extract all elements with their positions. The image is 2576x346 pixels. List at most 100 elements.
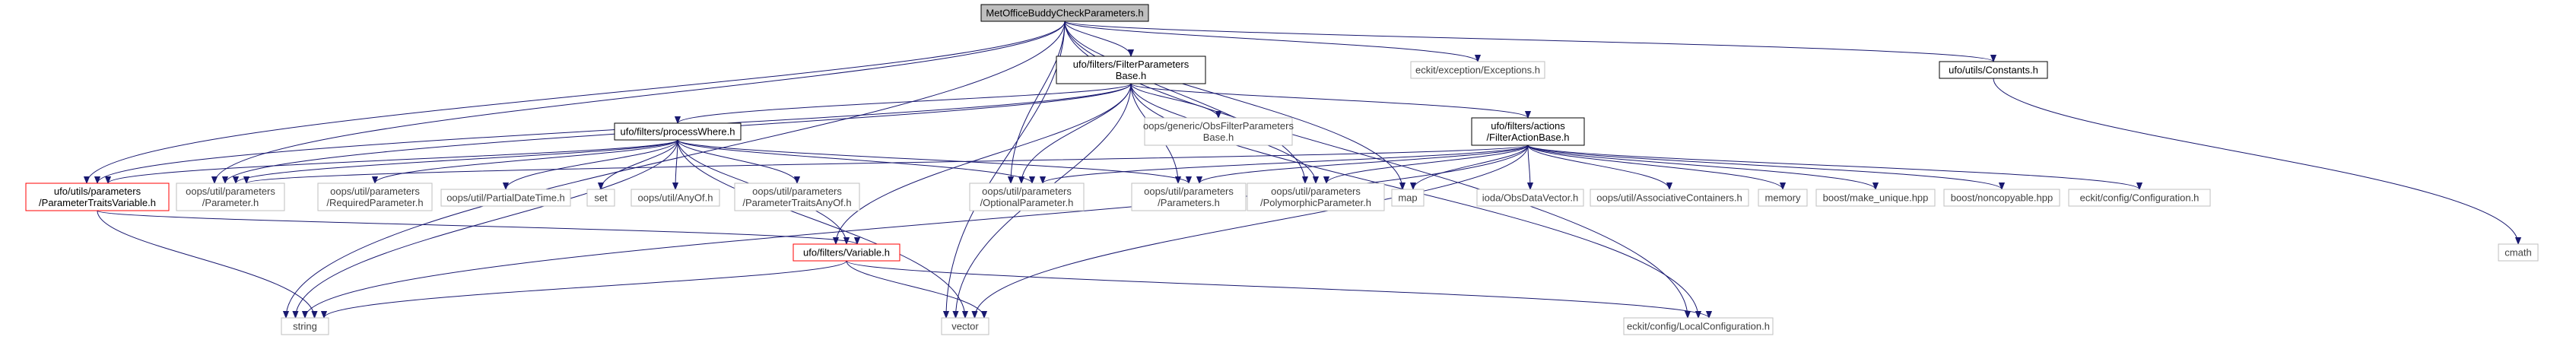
node-pdt: oops/util/PartialDateTime.h xyxy=(440,189,571,207)
edge-pw-to-anyof xyxy=(675,139,678,189)
node-variable[interactable]: ufo/filters/Variable.h xyxy=(792,243,900,262)
node-layer: MetOfficeBuddyCheckParameters.h string ufo… xyxy=(25,4,2539,335)
edge-pw-to-reqparam xyxy=(375,139,678,184)
edge-root-to-constants xyxy=(1064,21,1993,62)
node-constants-label-line-0: ufo/utils/Constants.h xyxy=(1949,65,2038,76)
node-map: map xyxy=(1391,189,1425,207)
edge-root-to-ptv xyxy=(87,21,1066,183)
node-polyparam-label-line-0: oops/util/parameters xyxy=(1271,186,1361,197)
node-set-box xyxy=(586,189,615,207)
node-cmath-label-line-0: cmath xyxy=(2505,247,2531,259)
node-pw-label-line-0: ufo/filters/processWhere.h xyxy=(620,126,735,138)
edge-fab-to-param xyxy=(246,144,1529,184)
node-config-label-line-0: eckit/config/Configuration.h xyxy=(2080,192,2200,204)
node-assoc-box xyxy=(1590,189,1749,207)
edge-root-to-string xyxy=(286,21,1066,318)
edge-root-to-exceptions xyxy=(1064,21,1478,62)
node-ptanyof-label-line-1: /ParameterTraitsAnyOf.h xyxy=(742,197,851,208)
node-optparam-label-line-1: /OptionalParameter.h xyxy=(980,197,1074,208)
node-param-label-line-0: oops/util/parameters xyxy=(186,186,275,197)
edge-fab-to-makeunique xyxy=(1527,144,1876,190)
node-vector-box xyxy=(941,317,989,335)
edge-fab-to-config xyxy=(1527,144,2139,190)
node-params: oops/util/parameters/Parameters.h xyxy=(1131,183,1247,211)
node-localconf-box xyxy=(1623,317,1774,335)
node-noncopyable-box xyxy=(1943,189,2060,207)
node-reqparam: oops/util/parameters/RequiredParameter.h xyxy=(317,183,433,211)
edge-root-to-map xyxy=(1064,21,1402,189)
node-constants-box xyxy=(1939,61,2048,79)
node-string: string xyxy=(281,317,329,335)
node-config: eckit/config/Configuration.h xyxy=(2068,189,2211,207)
edge-fab-to-assoc xyxy=(1527,144,1669,190)
edge-pw-to-params xyxy=(677,139,1189,184)
node-fab[interactable]: ufo/filters/actions/FilterActionBase.h xyxy=(1471,117,1585,146)
node-memory-box xyxy=(1758,189,1808,207)
edge-pw-to-set xyxy=(601,139,678,190)
node-config-box xyxy=(2068,189,2211,207)
node-root-box xyxy=(980,4,1149,22)
edge-root-to-fpb xyxy=(1064,21,1131,57)
node-anyof-box xyxy=(631,189,720,207)
edge-fab-to-map xyxy=(1413,144,1529,190)
node-polyparam-box xyxy=(1247,183,1385,211)
node-constants[interactable]: ufo/utils/Constants.h xyxy=(1939,61,2048,79)
node-set: set xyxy=(586,189,615,207)
node-pw-box xyxy=(614,122,742,141)
edge-fab-to-params xyxy=(1199,144,1529,184)
node-root[interactable]: MetOfficeBuddyCheckParameters.h xyxy=(980,4,1149,22)
edge-pw-to-ptanyof xyxy=(677,139,797,184)
node-string-label-line-0: string xyxy=(293,321,317,332)
node-anyof: oops/util/AnyOf.h xyxy=(631,189,720,207)
node-set-label-line-0: set xyxy=(594,192,608,204)
edge-pw-to-param xyxy=(236,139,678,184)
node-ptv-label-line-0: ufo/utils/parameters xyxy=(54,186,141,197)
edge-pw-to-optparam xyxy=(677,139,1032,184)
node-reqparam-label-line-1: /RequiredParameter.h xyxy=(326,197,423,208)
edge-constants-to-cmath xyxy=(1993,78,2518,244)
node-params-label-line-0: oops/util/parameters xyxy=(1144,186,1234,197)
node-vector-label-line-0: vector xyxy=(951,321,979,332)
node-exceptions: eckit/exception/Exceptions.h xyxy=(1410,61,1545,79)
node-localconf-label-line-0: eckit/config/LocalConfiguration.h xyxy=(1627,321,1770,332)
edge-pw-to-ptv xyxy=(108,139,678,184)
edge-pw-to-string xyxy=(296,139,678,318)
node-variable-label-line-0: ufo/filters/Variable.h xyxy=(803,247,890,259)
node-fab-label-line-0: ufo/filters/actions xyxy=(1491,120,1565,132)
node-pw[interactable]: ufo/filters/processWhere.h xyxy=(614,122,742,141)
node-noncopyable: boost/noncopyable.hpp xyxy=(1943,189,2060,207)
edge-fab-to-vector xyxy=(975,144,1529,318)
node-root-label-line-0: MetOfficeBuddyCheckParameters.h xyxy=(986,8,1143,19)
node-polyparam: oops/util/parameters/PolymorphicParamete… xyxy=(1247,183,1385,211)
node-variable-box xyxy=(792,243,900,262)
node-map-box xyxy=(1391,189,1425,207)
node-assoc: oops/util/AssociativeContainers.h xyxy=(1590,189,1749,207)
node-params-box xyxy=(1131,183,1247,211)
node-cmath-box xyxy=(2498,243,2539,262)
node-fpb-box xyxy=(1056,56,1206,84)
node-exceptions-label-line-0: eckit/exception/Exceptions.h xyxy=(1415,65,1540,76)
node-makeunique: boost/make_unique.hpp xyxy=(1815,189,1936,207)
node-pdt-label-line-0: oops/util/PartialDateTime.h xyxy=(446,192,565,204)
edge-fpb-to-pw xyxy=(678,83,1132,124)
node-reqparam-label-line-0: oops/util/parameters xyxy=(330,186,420,197)
edge-pw-to-vector xyxy=(677,139,965,318)
node-odv-box xyxy=(1476,189,1584,207)
edge-fab-to-optparam xyxy=(1043,144,1529,184)
edge-fab-to-memory xyxy=(1527,144,1783,190)
node-fab-box xyxy=(1471,117,1585,146)
edge-ptv-to-variable xyxy=(97,210,857,245)
node-vector: vector xyxy=(941,317,989,335)
node-fab-label-line-1: /FilterActionBase.h xyxy=(1486,132,1569,143)
node-ofpb-label-line-1: Base.h xyxy=(1203,132,1234,143)
node-map-label-line-0: map xyxy=(1398,192,1417,204)
node-params-label-line-1: /Parameters.h xyxy=(1158,197,1220,208)
node-ofpb-box xyxy=(1144,117,1293,146)
node-assoc-label-line-0: oops/util/AssociativeContainers.h xyxy=(1596,192,1742,204)
node-cmath: cmath xyxy=(2498,243,2539,262)
node-anyof-label-line-0: oops/util/AnyOf.h xyxy=(638,192,713,204)
node-ptv[interactable]: ufo/utils/parameters/ParameterTraitsVari… xyxy=(25,183,170,211)
edge-fpb-to-variable xyxy=(836,83,1132,244)
edge-fab-to-noncopyable xyxy=(1527,144,2002,190)
